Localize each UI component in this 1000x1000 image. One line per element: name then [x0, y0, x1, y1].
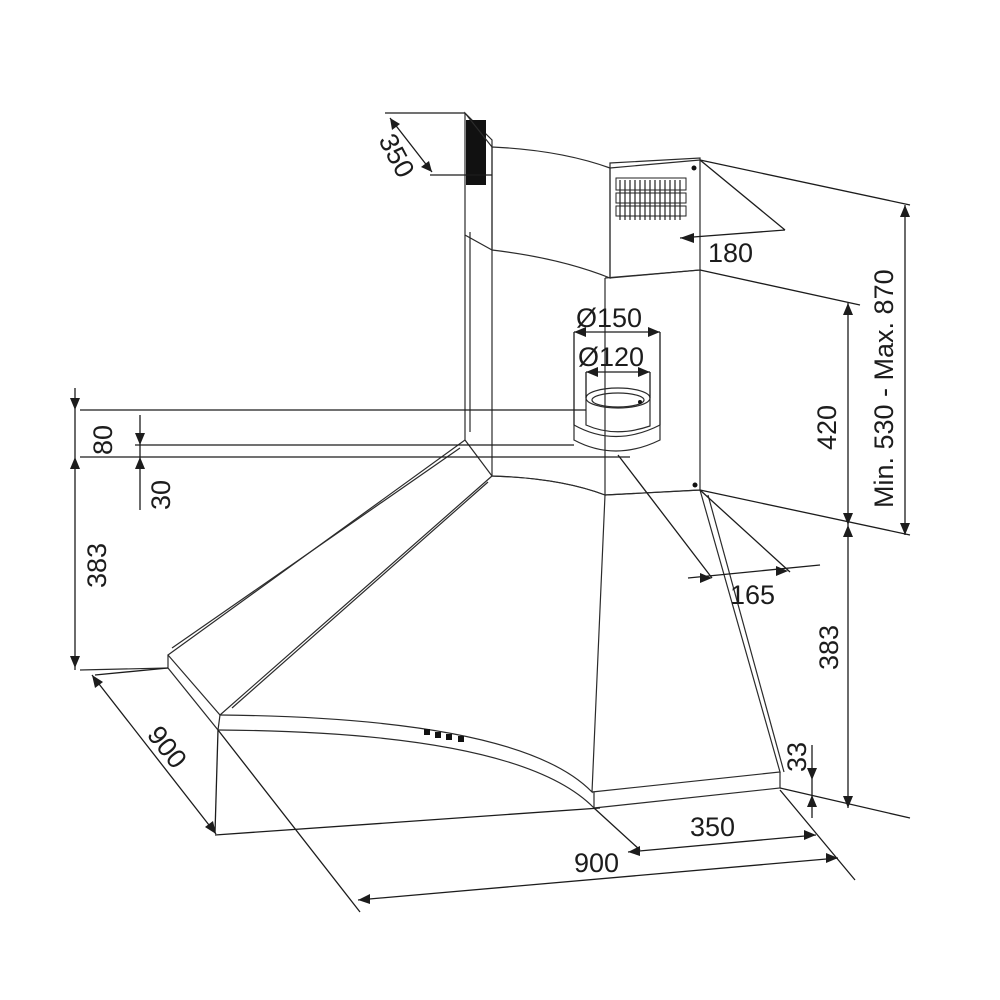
- label-chimney-height: 420: [812, 405, 842, 450]
- label-front-edge: 33: [782, 742, 812, 772]
- label-left-width: 900: [141, 720, 192, 774]
- hood-canopy: [79, 439, 785, 810]
- label-top-width: 180: [708, 238, 753, 268]
- label-base-depth: 350: [690, 812, 735, 842]
- label-side-depth: 165: [730, 580, 775, 610]
- label-flue-outer: Ø150: [576, 303, 642, 333]
- label-flue-inner: Ø120: [578, 342, 644, 372]
- control-button: [446, 734, 452, 740]
- label-right-width: 900: [574, 848, 619, 878]
- vent-grille-right: [615, 177, 687, 220]
- control-button: [435, 732, 441, 738]
- label-top-depth: 350: [373, 129, 421, 183]
- dimension-labels: 350 180 Ø150 Ø120 420 Min. 530 - Max. 87…: [82, 129, 899, 878]
- control-button: [458, 736, 464, 742]
- label-hood-height-left: 383: [82, 543, 112, 588]
- extension-lines: [80, 112, 911, 913]
- vent-grille-left: [466, 120, 486, 185]
- label-gap-80: 80: [88, 425, 118, 455]
- label-chimney-range: Min. 530 - Max. 870: [869, 269, 899, 508]
- control-button: [424, 729, 430, 735]
- control-panel: [424, 729, 464, 742]
- label-hood-height-right: 383: [814, 625, 844, 670]
- flue-collar: [573, 387, 661, 452]
- dimension-arrows: [70, 117, 910, 904]
- label-gap-30: 30: [146, 480, 176, 510]
